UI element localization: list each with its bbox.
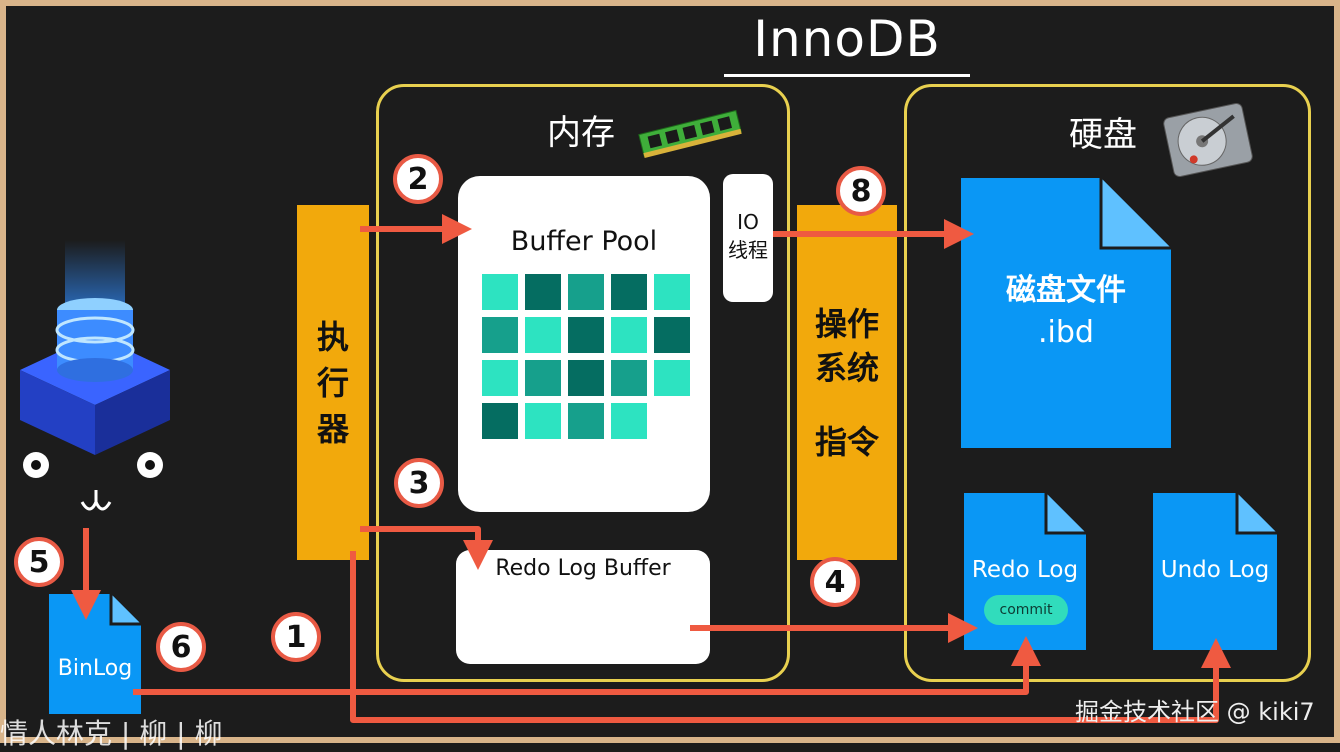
step-6-badge: 6 [156,622,206,672]
buffer-page [654,274,690,310]
executor-char-3: 器 [316,409,349,448]
database-mascot-icon [20,240,170,511]
io-thread-line2: 线程 [728,238,768,262]
buffer-page [611,317,647,353]
os-line-1: 操作 [814,304,879,343]
binlog-title: BinLog [57,656,133,681]
memory-title: 内存 [547,113,615,153]
buffer-page [611,403,647,439]
arrow-exec-to-redo-buffer [360,526,493,570]
os-instruction-bar: 操作 系统 指令 [797,205,897,560]
buffer-page [654,360,690,396]
binlog-file: BinLog [49,594,141,714]
buffer-pool-title: Buffer Pool [510,226,658,257]
buffer-page [568,403,604,439]
watermark-text: 掘金技术社区 @ kiki7 [1075,698,1315,726]
disk-frame: 硬盘 [904,84,1311,682]
redo-log-buffer-title: Redo Log Buffer [495,556,671,581]
buffer-pool-box: Buffer Pool [458,176,710,512]
disk-title: 硬盘 [1069,115,1137,155]
buffer-page [482,403,518,439]
buffer-pool-pages [482,274,690,439]
buffer-page [525,274,561,310]
buffer-page [611,360,647,396]
buffer-page [525,403,561,439]
title-underline [724,74,970,77]
redo-log-buffer-box: Redo Log Buffer [456,550,710,664]
disk-file-ibd: 磁盘文件 .ibd [961,178,1171,448]
executor-char-1: 执 [316,317,349,356]
buffer-page [568,274,604,310]
step-1-badge: 1 [271,612,321,662]
io-thread-line1: IO [737,210,759,234]
disk-file-line1: 磁盘文件 [1006,273,1126,308]
document-icon [49,594,141,714]
buffer-page [568,317,604,353]
buffer-page [482,274,518,310]
buffer-page [525,317,561,353]
commit-badge: commit [984,595,1068,625]
io-thread-box: IO 线程 [723,174,773,302]
arrow-binlog-to-commit [133,636,1041,695]
executor-char-2: 行 [316,363,349,402]
executor-bar: 执 行 器 [297,205,369,560]
document-icon [961,178,1171,448]
buffer-page [611,274,647,310]
memory-frame: 内存 [376,84,790,682]
step-8-badge: 8 [836,166,886,216]
undo-log-title: Undo Log [1160,557,1270,583]
os-line-2: 系统 [814,348,879,387]
os-line-3: 指令 [814,422,879,461]
step-3-badge: 3 [394,458,444,508]
document-icon [1153,493,1277,650]
buffer-page [654,317,690,353]
buffer-page [482,317,518,353]
step-5-badge: 5 [14,537,64,587]
hard-disk-icon [1163,102,1253,178]
step-4-badge: 4 [810,557,860,607]
arrow-exec-to-undo-log [350,551,1231,723]
disk-file-line2: .ibd [1038,315,1094,350]
redo-log-title: Redo Log [971,557,1079,583]
redo-log-file: Redo Log commit [964,493,1086,650]
page-title: InnoDB [753,10,941,68]
step-2-badge: 2 [393,154,443,204]
buffer-page [482,360,518,396]
bottom-caption: 情人林克 | 柳 | 柳 [0,717,223,750]
buffer-page [568,360,604,396]
ram-stick-icon [638,109,742,158]
undo-log-file: Undo Log [1153,493,1277,650]
buffer-page [525,360,561,396]
